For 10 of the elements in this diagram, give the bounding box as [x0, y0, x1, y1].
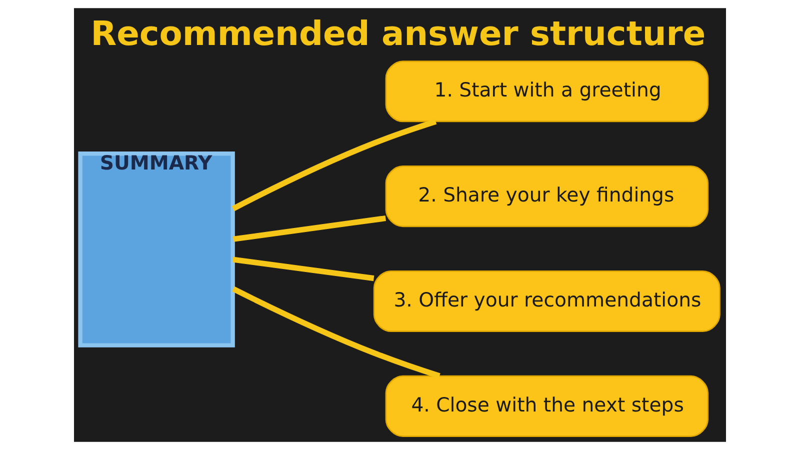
connector	[232, 256, 374, 282]
diagram-title: Recommended answer structure	[90, 14, 706, 53]
node-box: SUMMARY	[78, 152, 235, 348]
node-box: 3. Offer your recommendations	[373, 270, 720, 332]
connector	[232, 286, 440, 379]
node-box: 1. Start with a greeting	[385, 60, 708, 122]
connector	[232, 215, 386, 242]
node-box: 4. Close with the next steps	[385, 375, 708, 437]
connector	[232, 118, 437, 212]
node-box: 2. Share your key findings	[385, 166, 708, 228]
